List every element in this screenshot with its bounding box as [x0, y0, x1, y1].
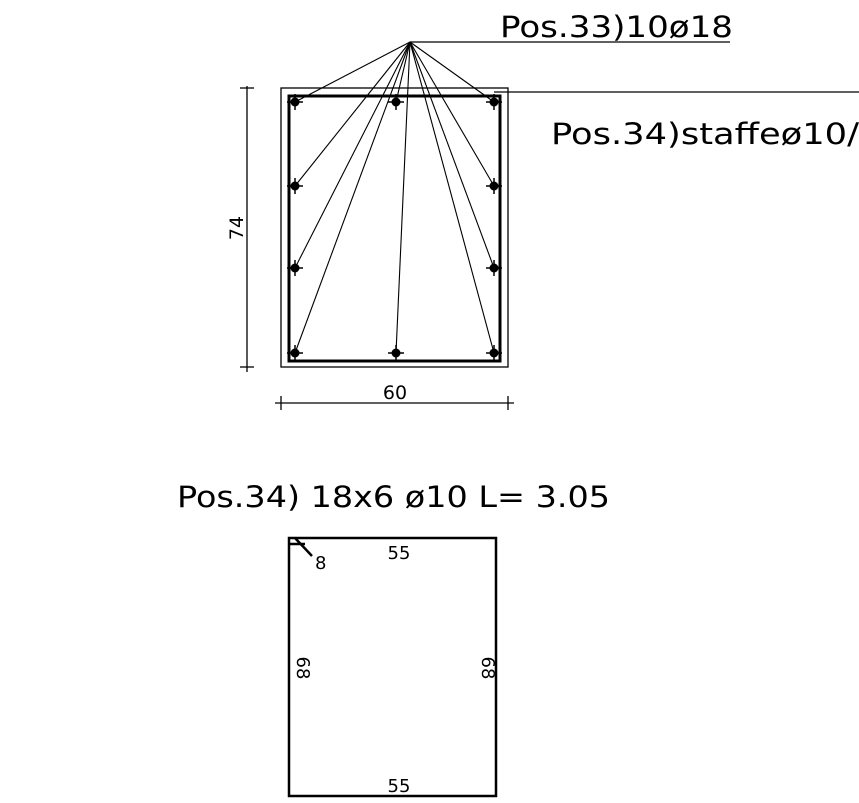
bar-leader-line: [395, 41, 411, 354]
rebar-marker: [287, 94, 303, 110]
height-dim-label: 74: [226, 216, 248, 240]
stirrup-hook-b: [294, 537, 313, 557]
rebar-marker: [486, 94, 502, 110]
bottom-length-label: 55: [388, 776, 411, 797]
rebar-marker: [486, 178, 502, 194]
stirrup-detail-title: Pos.34) 18x6 ø10 L= 3.05: [177, 480, 610, 514]
rebar-marker: [486, 345, 502, 361]
height-dimension: 74: [226, 86, 254, 372]
bar-leader-line: [409, 41, 495, 269]
concrete-outline: [280, 87, 509, 368]
width-dim-label: 60: [383, 382, 407, 404]
rebar-marker: [287, 260, 303, 276]
rebar-marker: [388, 94, 404, 110]
bar-leader-line: [294, 41, 411, 269]
bar-leader-line: [294, 41, 411, 354]
rebar-marker: [388, 345, 404, 361]
stirrup-detail: Pos.34) 18x6 ø10 L= 3.05 8 55 55 68 68: [177, 480, 610, 798]
rebar-marker: [486, 260, 502, 276]
column-section: [280, 87, 509, 368]
bar-leader-line: [294, 41, 411, 103]
bar-leader-line: [409, 41, 495, 103]
rebar-marker: [287, 178, 303, 194]
stirrup-shape: [287, 536, 498, 798]
top-length-label: 55: [388, 543, 411, 564]
width-dimension: 60: [275, 382, 514, 410]
bar-leader-line: [409, 41, 495, 187]
bars-callout-text: Pos.33)10ø18: [500, 10, 733, 44]
rebar-markers: [287, 94, 502, 361]
bar-leader-line: [294, 41, 411, 187]
stirrup-outline: [287, 94, 502, 363]
bars-callout: Pos.33)10ø18: [410, 10, 733, 44]
bar-leader-lines: [294, 41, 495, 354]
stirrup-callout-text: Pos.34)staffeø10/: [551, 117, 859, 151]
rebar-marker: [287, 345, 303, 361]
hook-length-label: 8: [315, 553, 326, 574]
right-length-label: 68: [477, 657, 498, 680]
bar-leader-line: [395, 41, 411, 103]
left-length-label: 68: [292, 657, 313, 680]
stirrup-callout: Pos.34)staffeø10/: [494, 91, 859, 151]
bar-leader-line: [409, 41, 495, 354]
